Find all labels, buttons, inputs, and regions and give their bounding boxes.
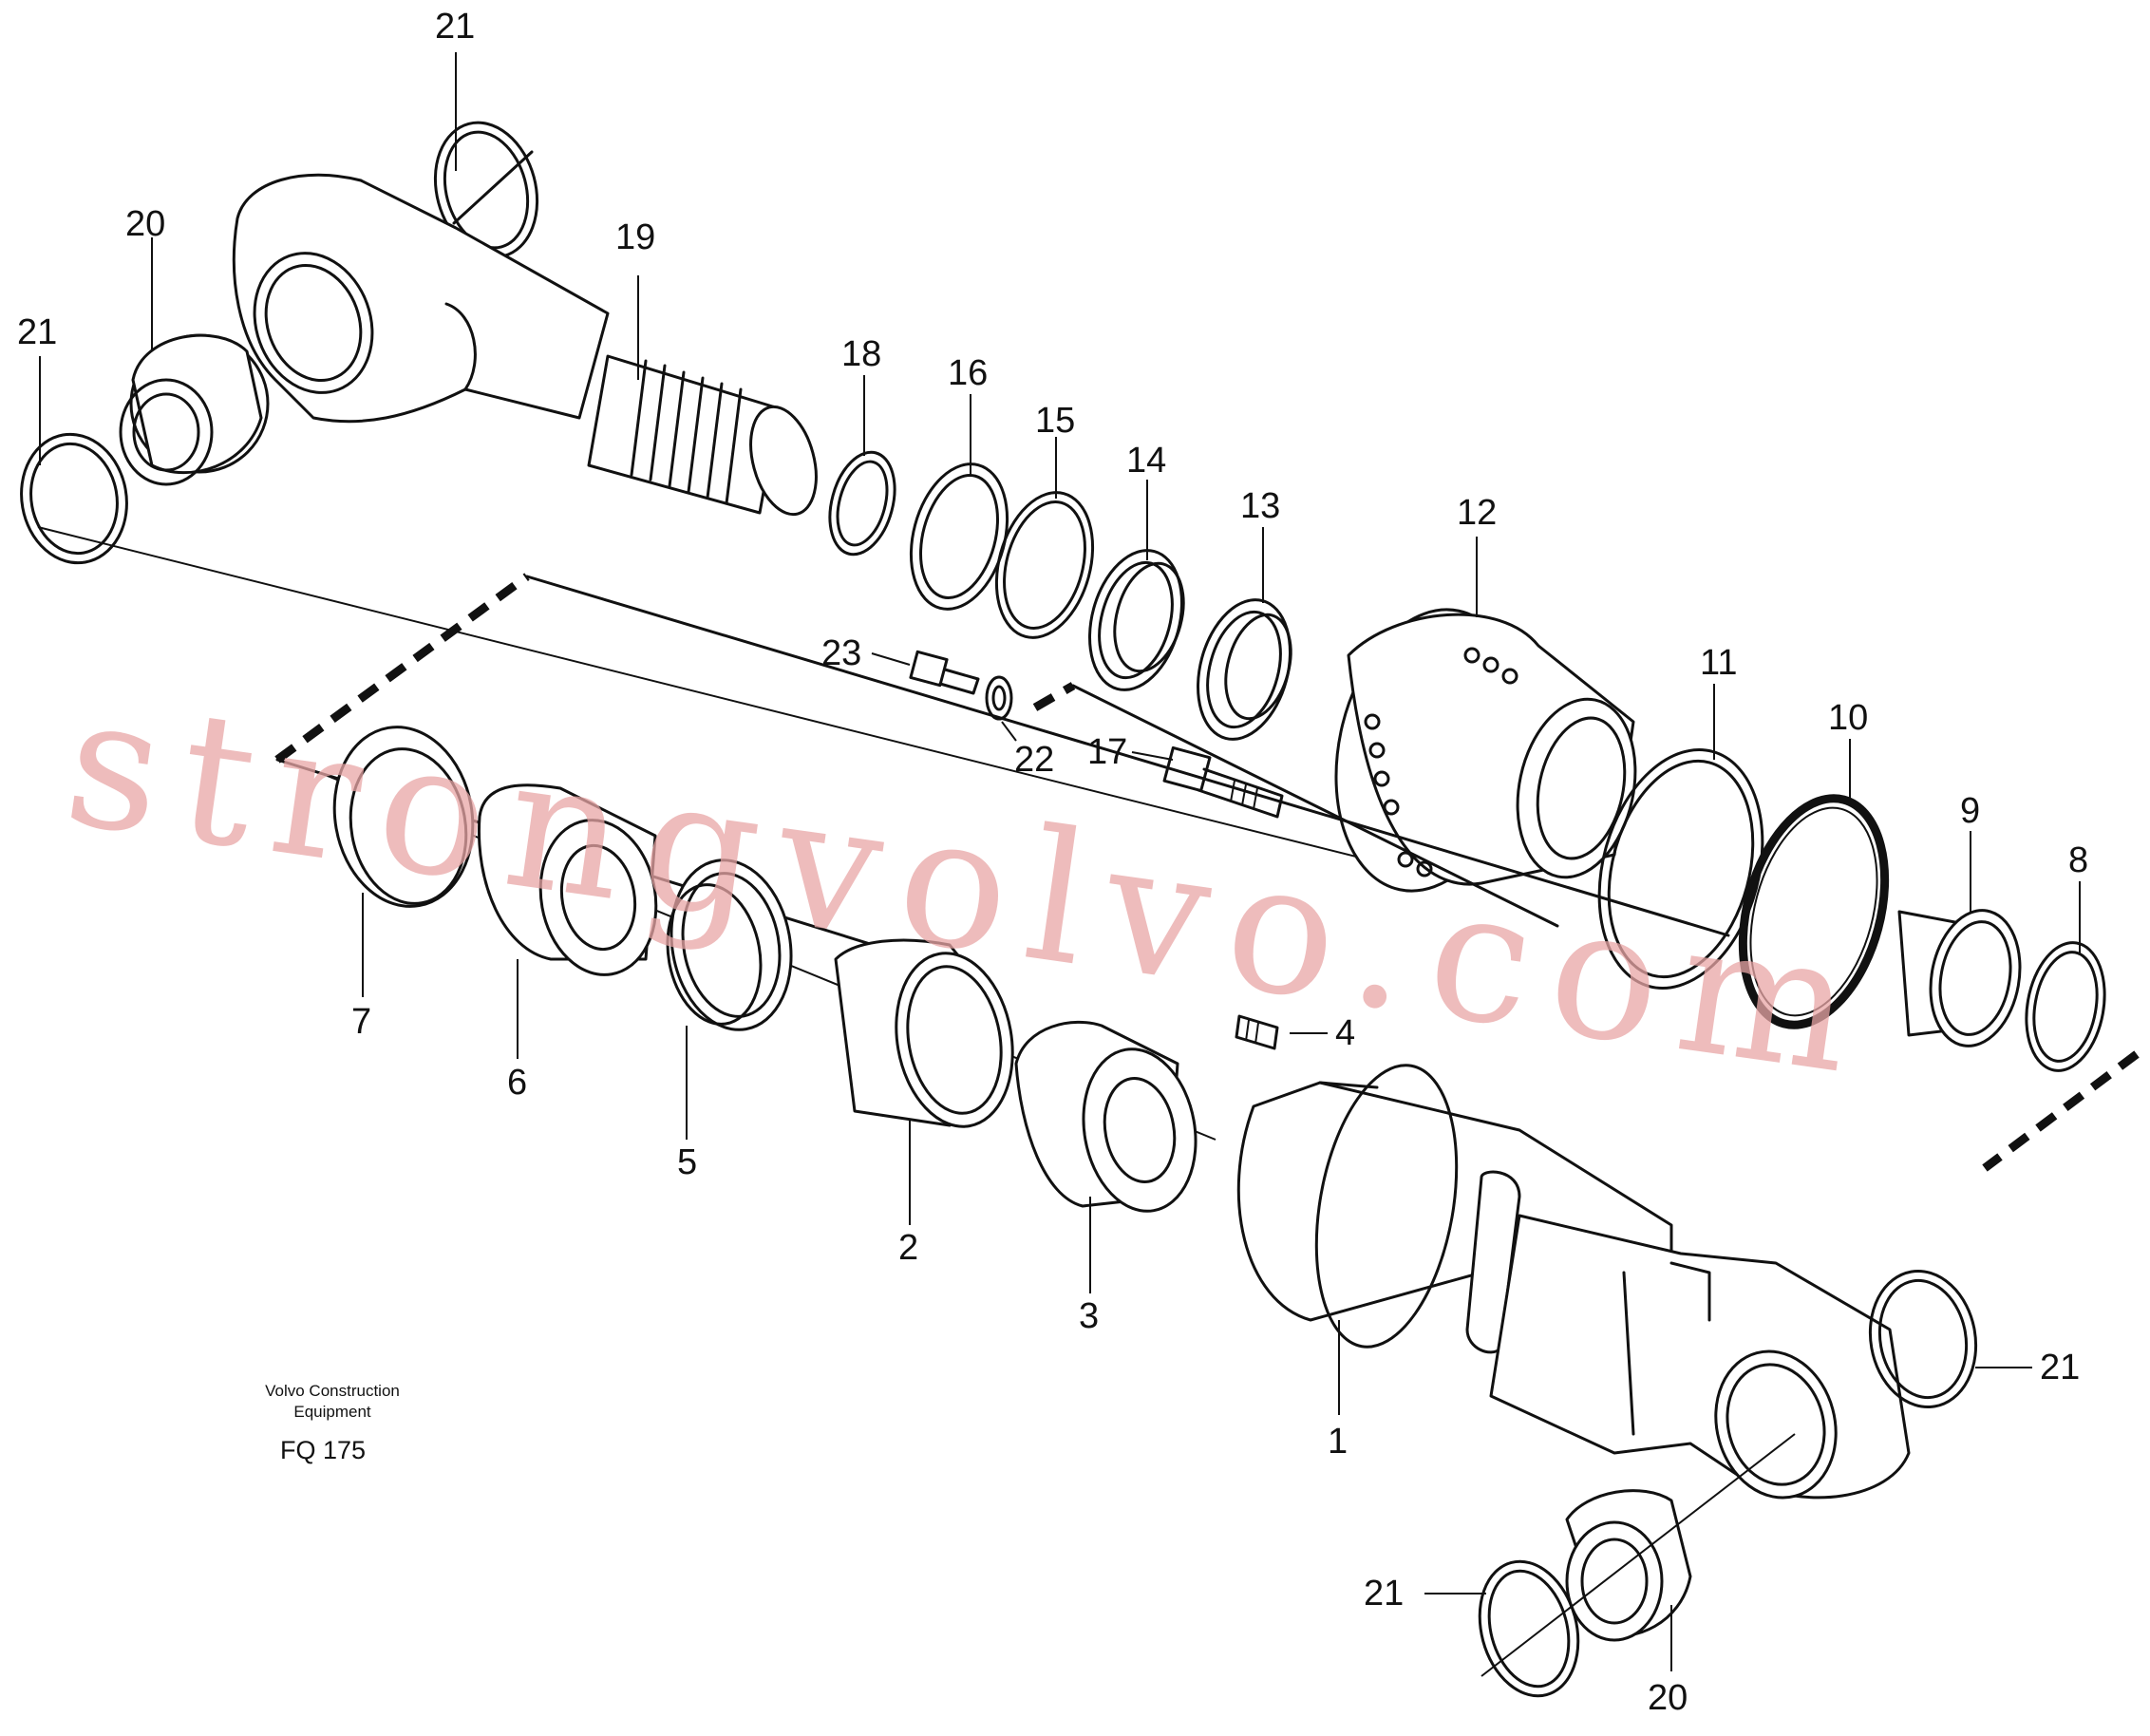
callout-14: 14 bbox=[1126, 441, 1166, 481]
callout-21-bottom: 21 bbox=[1364, 1574, 1404, 1613]
figure-code: FQ 175 bbox=[280, 1436, 366, 1464]
callout-15: 15 bbox=[1035, 401, 1075, 441]
circlip-21-left bbox=[20, 432, 128, 565]
ring-18 bbox=[828, 450, 896, 557]
callout-5: 5 bbox=[677, 1142, 697, 1182]
circlip-8 bbox=[2025, 941, 2106, 1072]
seal-13 bbox=[1197, 598, 1292, 741]
ring-7 bbox=[332, 726, 475, 908]
callout-21-top: 21 bbox=[435, 7, 475, 47]
caption: Volvo Construction Equipment FQ 175 bbox=[265, 1382, 400, 1464]
callout-23: 23 bbox=[821, 633, 861, 673]
callout-9: 9 bbox=[1960, 791, 1980, 831]
circlip-21-bottom bbox=[1478, 1433, 1796, 1698]
bolt-23 bbox=[909, 650, 980, 695]
grease-nipple-4 bbox=[1235, 1014, 1279, 1050]
ring-16 bbox=[909, 462, 1009, 611]
bearing-20-top bbox=[119, 333, 270, 486]
piston-rod-19 bbox=[232, 173, 818, 517]
callout-2: 2 bbox=[898, 1228, 918, 1268]
leader-lines bbox=[39, 52, 2081, 1671]
callout-3: 3 bbox=[1079, 1296, 1099, 1336]
callout-22: 22 bbox=[1014, 740, 1054, 780]
washer-22 bbox=[985, 675, 1013, 721]
callout-12: 12 bbox=[1457, 493, 1497, 533]
callout-16: 16 bbox=[948, 353, 988, 393]
caption-brand: Volvo Construction bbox=[265, 1382, 400, 1400]
callout-18: 18 bbox=[841, 334, 881, 374]
callout-1: 1 bbox=[1328, 1422, 1348, 1462]
caption-brand-line2: Equipment bbox=[293, 1403, 371, 1421]
guide-ring-2 bbox=[834, 938, 1014, 1128]
circlip-21-lower-right bbox=[1868, 1269, 1978, 1409]
callout-8: 8 bbox=[2068, 840, 2088, 880]
callout-21-left: 21 bbox=[17, 312, 57, 352]
bolt-17 bbox=[1162, 745, 1284, 819]
callout-17: 17 bbox=[1087, 732, 1127, 772]
ring-15 bbox=[994, 491, 1095, 639]
callout-7: 7 bbox=[351, 1002, 371, 1042]
cylinder-tube-1 bbox=[1236, 1064, 1911, 1500]
callout-13: 13 bbox=[1240, 486, 1280, 526]
callout-19: 19 bbox=[615, 217, 655, 257]
bushing-9 bbox=[1897, 909, 2022, 1047]
piston-3 bbox=[1014, 1020, 1198, 1213]
callouts: 21 20 21 19 18 16 15 14 13 12 23 22 17 1… bbox=[17, 7, 2088, 1718]
callout-4: 4 bbox=[1335, 1013, 1355, 1053]
piston-6 bbox=[477, 783, 658, 976]
callout-6: 6 bbox=[507, 1063, 527, 1103]
upper-axis bbox=[37, 526, 1387, 865]
callout-20-bottom: 20 bbox=[1648, 1678, 1688, 1718]
callout-21-lower-right: 21 bbox=[2040, 1348, 2080, 1387]
ring-10 bbox=[1738, 794, 1890, 1029]
callout-10: 10 bbox=[1828, 698, 1868, 738]
seal-5 bbox=[666, 859, 793, 1031]
seal-14 bbox=[1088, 549, 1185, 691]
ring-11 bbox=[1597, 748, 1764, 990]
callout-20-top: 20 bbox=[125, 204, 165, 244]
callout-11: 11 bbox=[1700, 643, 1737, 683]
cylinder-head-12 bbox=[1334, 608, 1637, 893]
